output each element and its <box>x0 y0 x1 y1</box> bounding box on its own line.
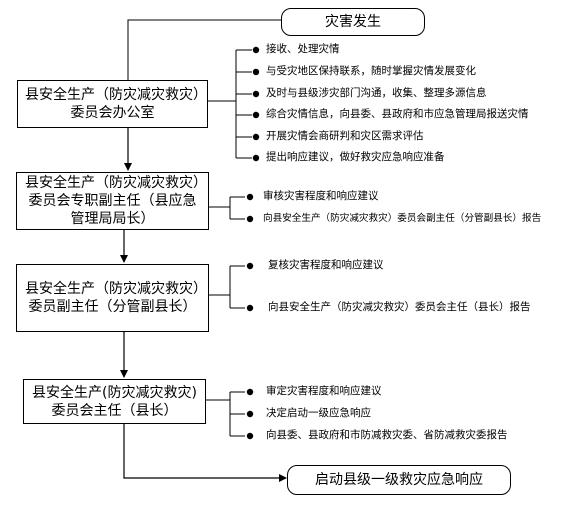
bullet-dot-1-5 <box>252 133 260 141</box>
stage1-item-2: 与受灾地区保持联系，随时掌握灾情发展变化 <box>266 65 476 77</box>
start-node-label: 灾害发生 <box>325 14 381 30</box>
stage1-item-4: 综合灾情信息，向县委、县政府和市应急管理局报送灾情 <box>266 108 529 120</box>
bullet-dot-3-2 <box>246 304 254 312</box>
stage2-bracket <box>209 196 245 220</box>
stage1-item-5: 开展灾情会商研判和灾区需求评估 <box>266 130 424 142</box>
bullet-dot-4-3 <box>246 432 254 440</box>
bullet-dot-1-3 <box>252 90 260 98</box>
stage4-item-1: 审定灾害程度和响应建议 <box>266 385 382 397</box>
bullet-dot-1-6 <box>252 154 260 162</box>
stage4-item-3: 向县委、县政府和市防减救灾委、省防减救灾委报告 <box>266 429 508 441</box>
stage2-item-1: 审核灾害程度和响应建议 <box>263 190 379 202</box>
start-to-stage1-line <box>127 19 281 80</box>
stage-node-3: 县安全生产（防灾减灾救灾）委员副主任（分管副县长） <box>16 264 209 332</box>
stage2-item-2: 向县安全生产（防灾减灾救灾）委员会副主任（分管副县长）报告 <box>263 213 542 224</box>
bullet-dot-3-1 <box>246 262 254 270</box>
stage4-item-2: 决定启动一级应急响应 <box>266 407 371 419</box>
end-node: 启动县级一级救灾应急响应 <box>287 465 511 495</box>
stage-node-3-label: 县安全生产（防灾减灾救灾）委员副主任（分管副县长） <box>25 281 200 315</box>
bullet-dot-1-4 <box>252 111 260 119</box>
end-node-label: 启动县级一级救灾应急响应 <box>315 472 483 488</box>
stage3-bracket <box>209 265 245 309</box>
stage1-item-1: 接收、处理灾情 <box>266 43 340 55</box>
bullet-dot-4-1 <box>246 388 254 396</box>
stage1-item-3: 及时与县级涉灾部门沟通，收集、整理多源信息 <box>266 87 487 99</box>
start-node: 灾害发生 <box>281 8 425 36</box>
stage3-item-2: 向县安全生产（防灾减灾救灾）委员会主任（县长）报告 <box>268 301 531 313</box>
stage3-item-1: 复核灾害程度和响应建议 <box>268 259 384 271</box>
bullet-dot-2-2 <box>246 215 254 223</box>
bullet-dot-4-2 <box>246 410 254 418</box>
stage1-bracket <box>208 49 252 159</box>
stage-node-2-label: 县安全生产（防灾减灾救灾）委员会专职副主任（县应急管理局局长） <box>25 175 200 227</box>
bullet-dot-2-1 <box>246 193 254 201</box>
stage-node-1-label: 县安全生产（防灾减灾救灾）委员会办公室 <box>25 87 200 121</box>
stage4-to-end-arrow <box>123 424 287 482</box>
stage-node-4-label: 县安全生产(防灾减灾救灾)委员会主任（县长） <box>32 384 197 419</box>
stage-node-2: 县安全生产（防灾减灾救灾）委员会专职副主任（县应急管理局局长） <box>16 172 209 230</box>
bullet-dot-1-2 <box>252 68 260 76</box>
stage-node-4: 县安全生产(防灾减灾救灾)委员会主任（县长） <box>23 379 206 424</box>
stage-node-1: 县安全生产（防灾减灾救灾）委员会办公室 <box>17 80 208 128</box>
stage1-item-6: 提出响应建议，做好救灾应急响应准备 <box>266 151 445 163</box>
bullet-dot-1-1 <box>252 46 260 54</box>
stage4-bracket <box>206 391 245 437</box>
